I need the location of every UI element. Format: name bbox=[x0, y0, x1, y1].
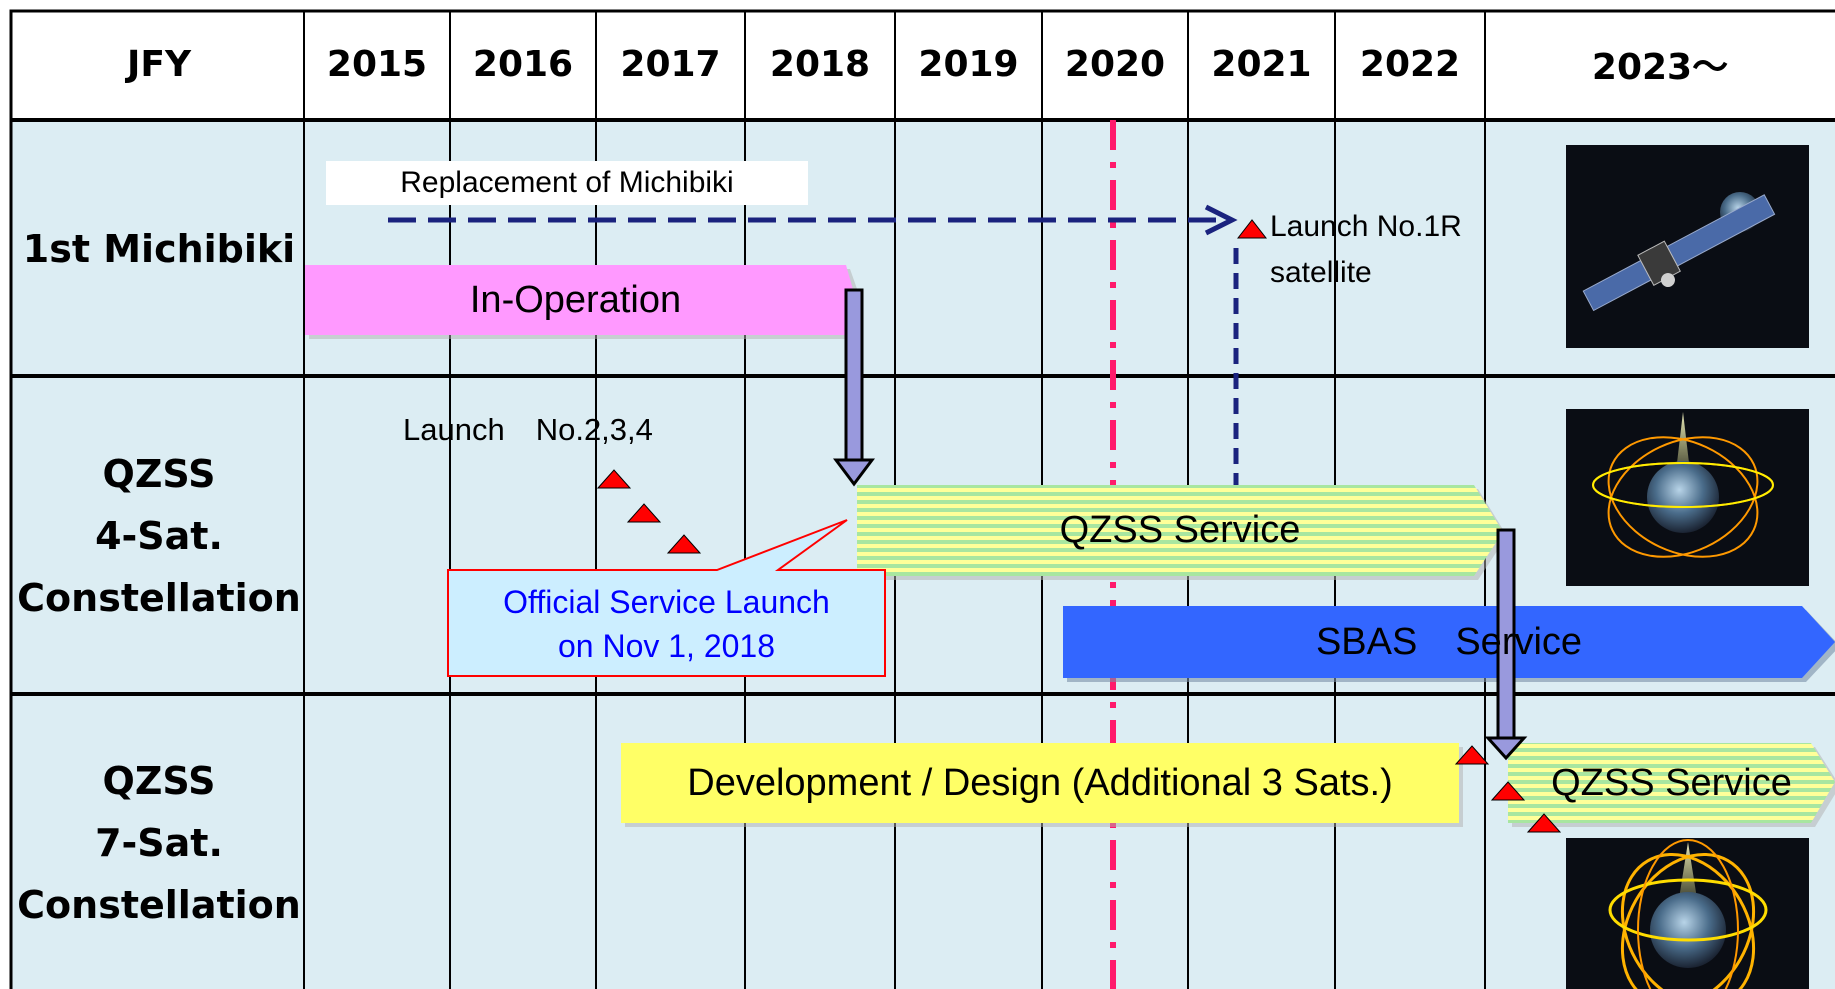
launch-markers bbox=[596, 219, 1562, 833]
launch-marker-7sat-3 bbox=[1526, 813, 1562, 833]
row-label-qzss-7-sat: QZSS 7-Sat. Constellation bbox=[17, 758, 301, 927]
qzss-service-4-bar bbox=[857, 485, 1503, 576]
header-year-2020: 2020 bbox=[1064, 43, 1166, 85]
orbit-7-image bbox=[1566, 838, 1809, 989]
launch-234-label: Launch No.2,3,4 bbox=[403, 412, 653, 447]
replacement-label: Replacement of Michibiki bbox=[400, 166, 734, 199]
official-launch-callout bbox=[447, 519, 886, 677]
launch-1r-label: Launch No.1R satellite bbox=[1270, 210, 1462, 289]
qzss-service-4-label: QZSS Service bbox=[1059, 509, 1301, 551]
header-year-2019: 2019 bbox=[918, 43, 1019, 85]
launch-marker-no4 bbox=[666, 534, 702, 554]
replacement-label-box bbox=[326, 161, 808, 205]
header-year-2018: 2018 bbox=[769, 43, 871, 85]
header-background bbox=[10, 10, 1835, 120]
qzss-service-7-label: QZSS Service bbox=[1551, 762, 1792, 804]
header-year-2022: 2022 bbox=[1359, 43, 1461, 85]
launch-marker-7sat-2 bbox=[1490, 781, 1526, 801]
in-operation-label: In-Operation bbox=[469, 279, 682, 321]
launch-marker-no2 bbox=[596, 469, 632, 489]
header-jfy: JFY bbox=[126, 43, 192, 85]
sbas-service-label: SBAS Service bbox=[1315, 621, 1583, 663]
outer-border bbox=[9, 9, 1835, 989]
header-year-2016: 2016 bbox=[472, 43, 574, 85]
transition-arrow-1 bbox=[833, 288, 875, 487]
header-year-2021: 2021 bbox=[1211, 43, 1312, 85]
development-bar bbox=[621, 743, 1459, 823]
sbas-service-bar bbox=[1063, 606, 1835, 678]
row-label-1st-michibiki: 1st Michibiki bbox=[22, 227, 296, 271]
launch-marker-7sat-1 bbox=[1454, 745, 1490, 765]
header-year-2023: 2023〜 bbox=[1591, 47, 1729, 88]
qzss-service-7-bar bbox=[1508, 743, 1835, 823]
header-year-2017: 2017 bbox=[620, 43, 721, 85]
launch-marker-1r bbox=[1236, 219, 1268, 239]
row-label-qzss-4-sat: QZSS 4-Sat. Constellation bbox=[17, 452, 301, 620]
orbit-4-image bbox=[1566, 409, 1809, 586]
launch-marker-no3 bbox=[626, 503, 662, 523]
in-operation-bar bbox=[305, 265, 856, 335]
header-year-2015: 2015 bbox=[326, 43, 428, 85]
official-launch-label: Official Service Launch on Nov 1, 2018 bbox=[503, 584, 830, 664]
satellite-image bbox=[1566, 145, 1809, 348]
transition-arrow-2 bbox=[1484, 528, 1528, 761]
development-label: Development / Design (Additional 3 Sats.… bbox=[687, 762, 1393, 804]
row-gridlines bbox=[10, 118, 1835, 696]
replacement-arrow-head bbox=[1204, 204, 1238, 236]
